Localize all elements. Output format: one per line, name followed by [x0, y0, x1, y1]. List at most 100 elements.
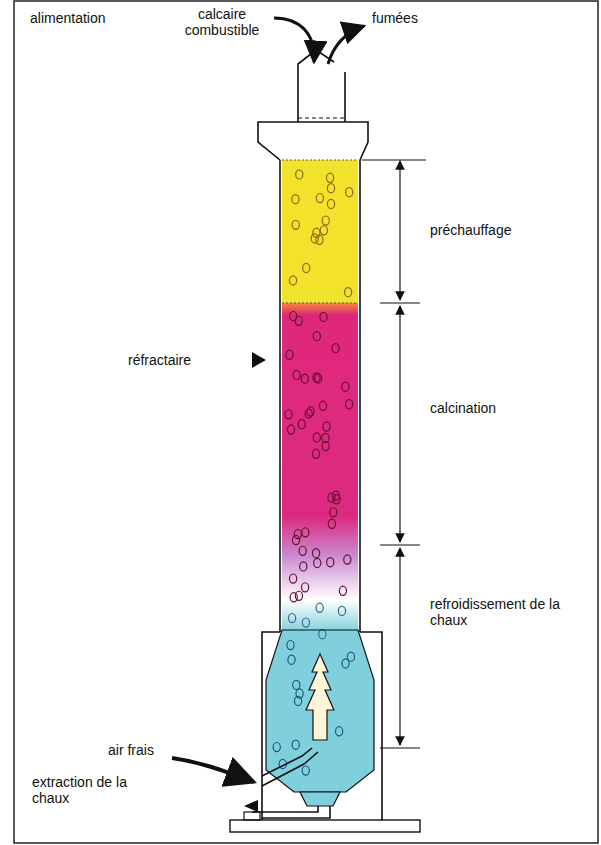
- zone-boundary: [282, 303, 358, 304]
- pebble: [289, 613, 296, 622]
- pebble: [296, 170, 303, 179]
- refractory-pointer: [252, 352, 266, 368]
- pebble: [292, 740, 299, 749]
- zone-label: préchauffage: [430, 222, 580, 238]
- pebble: [323, 422, 330, 431]
- pebble: [299, 546, 306, 555]
- pebble: [319, 401, 326, 410]
- feed-label: alimentation: [30, 10, 140, 26]
- pebble: [326, 173, 333, 182]
- pebble: [288, 655, 295, 664]
- pebble: [296, 689, 303, 698]
- pebble: [290, 593, 297, 602]
- pebble: [335, 727, 342, 736]
- limestone-pebbles: [273, 170, 354, 775]
- pebble: [314, 558, 321, 567]
- frame: [14, 1, 598, 843]
- pebble: [287, 641, 294, 650]
- cooling-zone: [282, 600, 358, 632]
- pebble: [315, 374, 322, 383]
- pebble: [305, 409, 312, 418]
- pebble: [322, 216, 329, 225]
- pebble: [289, 276, 296, 285]
- pebble: [300, 562, 307, 571]
- fumes-arrow: [328, 26, 364, 64]
- pebble: [327, 184, 334, 193]
- label-holder: refroidissement de la chaux: [430, 596, 580, 628]
- pebble: [345, 288, 352, 297]
- pebble: [311, 234, 318, 243]
- pebble: [295, 591, 302, 600]
- extraction-arrow: [244, 800, 258, 812]
- pebble: [332, 344, 339, 353]
- label-holder: air frais: [108, 742, 170, 758]
- fumes-label: fumées: [372, 10, 452, 26]
- pebble: [273, 742, 280, 751]
- pebble: [286, 350, 293, 359]
- pebble: [347, 652, 354, 661]
- pebble: [289, 574, 296, 583]
- pebble: [346, 188, 353, 197]
- label-holder: extraction de la chaux: [32, 774, 132, 806]
- wall-label: réfractaire: [128, 352, 238, 368]
- label-holder: alimentation: [30, 10, 140, 26]
- pebble: [298, 420, 305, 429]
- pebble: [313, 433, 320, 442]
- pebble: [307, 407, 314, 416]
- label-holder: réfractaire: [128, 352, 238, 368]
- pebble: [287, 425, 294, 434]
- air-arrow: [172, 758, 254, 782]
- pebble: [301, 583, 308, 592]
- pebble: [294, 530, 301, 539]
- label-holder: fumées: [372, 10, 452, 26]
- pebble: [290, 311, 297, 320]
- pebble: [344, 555, 351, 564]
- pebble: [312, 449, 319, 458]
- pebble: [320, 226, 327, 235]
- pebble: [339, 586, 346, 595]
- pebble: [327, 558, 334, 567]
- pebble: [328, 519, 335, 528]
- pebble: [346, 400, 353, 409]
- pebble: [313, 228, 320, 237]
- pebble: [316, 193, 323, 202]
- pebble: [302, 766, 309, 775]
- output-label: extraction de la chaux: [32, 774, 132, 806]
- pebble: [312, 549, 319, 558]
- pebble: [319, 630, 326, 639]
- pebble: [302, 618, 309, 627]
- pebble: [301, 374, 308, 383]
- pebble: [302, 528, 309, 537]
- pebble: [327, 199, 334, 208]
- air-label: air frais: [108, 742, 170, 758]
- pebble: [292, 220, 299, 229]
- preheat-zone: [282, 160, 358, 303]
- pebble: [293, 370, 300, 379]
- pebble: [292, 195, 299, 204]
- material-label: calcaire combustible: [176, 6, 268, 38]
- pebble: [303, 263, 310, 272]
- pebble: [285, 410, 292, 419]
- pebble: [292, 535, 299, 544]
- pebble: [320, 312, 327, 321]
- zone-dimensions: [362, 160, 426, 748]
- pebble: [316, 603, 323, 612]
- pebble: [342, 382, 349, 391]
- label-holder: calcaire combustible: [176, 6, 268, 38]
- zone-label: refroidissement de la chaux: [430, 596, 580, 628]
- pebble: [328, 493, 335, 502]
- pebble: [322, 441, 329, 450]
- label-holder: calcination: [430, 400, 580, 416]
- calcination-zone: [282, 303, 358, 600]
- kiln-outline: [230, 50, 420, 832]
- zone-boundary: [282, 160, 358, 161]
- pebble: [313, 332, 320, 341]
- pebble: [332, 491, 339, 500]
- zone-label: calcination: [430, 400, 580, 416]
- label-holder: préchauffage: [430, 222, 580, 238]
- pebble: [338, 606, 345, 615]
- cooling-hopper: [266, 630, 374, 792]
- feed-arrow: [274, 18, 314, 62]
